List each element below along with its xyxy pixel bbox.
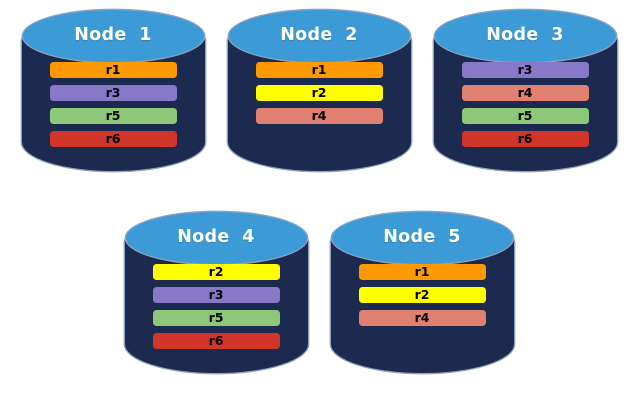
replica-bar[interactable]: r4 (255, 108, 383, 124)
database-node[interactable]: Node 1 r1 r3 r5 r6 (21, 6, 205, 186)
database-node[interactable]: Node 5 r1 r2 r4 (330, 208, 514, 388)
replica-list: r2 r3 r5 r6 (125, 264, 308, 349)
replica-list: r1 r3 r5 r6 (22, 62, 205, 147)
cylinder-top-cap: Node 5 (331, 212, 513, 264)
replica-bar[interactable]: r3 (461, 62, 589, 78)
replica-bar[interactable]: r2 (152, 264, 280, 280)
replica-bar[interactable]: r2 (255, 85, 383, 101)
cylinder-top-cap: Node 2 (228, 10, 410, 62)
node-title: Node 1 (74, 25, 152, 45)
replica-bar[interactable]: r3 (49, 85, 177, 101)
replica-bar[interactable]: r3 (152, 287, 280, 303)
replica-bar[interactable]: r6 (49, 131, 177, 147)
replica-bar[interactable]: r2 (358, 287, 486, 303)
node-title: Node 5 (383, 227, 461, 247)
replica-bar[interactable]: r5 (49, 108, 177, 124)
replica-list: r3 r4 r5 r6 (434, 62, 617, 147)
database-node[interactable]: Node 2 r1 r2 r4 (227, 6, 411, 186)
replica-bar[interactable]: r5 (152, 310, 280, 326)
node-row-bottom: Node 4 r2 r3 r5 r6 Node 5 r1 r2 r4 (0, 208, 638, 388)
database-node[interactable]: Node 3 r3 r4 r5 r6 (433, 6, 617, 186)
cylinder-top-cap: Node 4 (125, 212, 307, 264)
node-title: Node 4 (177, 227, 255, 247)
cylinder-top-cap: Node 3 (434, 10, 616, 62)
database-node[interactable]: Node 4 r2 r3 r5 r6 (124, 208, 308, 388)
replica-bar[interactable]: r1 (358, 264, 486, 280)
cylinder-top-cap: Node 1 (22, 10, 204, 62)
replica-bar[interactable]: r1 (255, 62, 383, 78)
replica-bar[interactable]: r6 (152, 333, 280, 349)
replica-list: r1 r2 r4 (331, 264, 514, 326)
replica-bar[interactable]: r4 (358, 310, 486, 326)
node-title: Node 2 (280, 25, 358, 45)
replica-bar[interactable]: r5 (461, 108, 589, 124)
replica-bar[interactable]: r4 (461, 85, 589, 101)
replica-bar[interactable]: r6 (461, 131, 589, 147)
replica-bar[interactable]: r1 (49, 62, 177, 78)
node-title: Node 3 (486, 25, 564, 45)
node-row-top: Node 1 r1 r3 r5 r6 Node 2 r1 r2 r4 Node 3 r3 r4 r5 r6 (0, 6, 638, 186)
replica-list: r1 r2 r4 (228, 62, 411, 124)
